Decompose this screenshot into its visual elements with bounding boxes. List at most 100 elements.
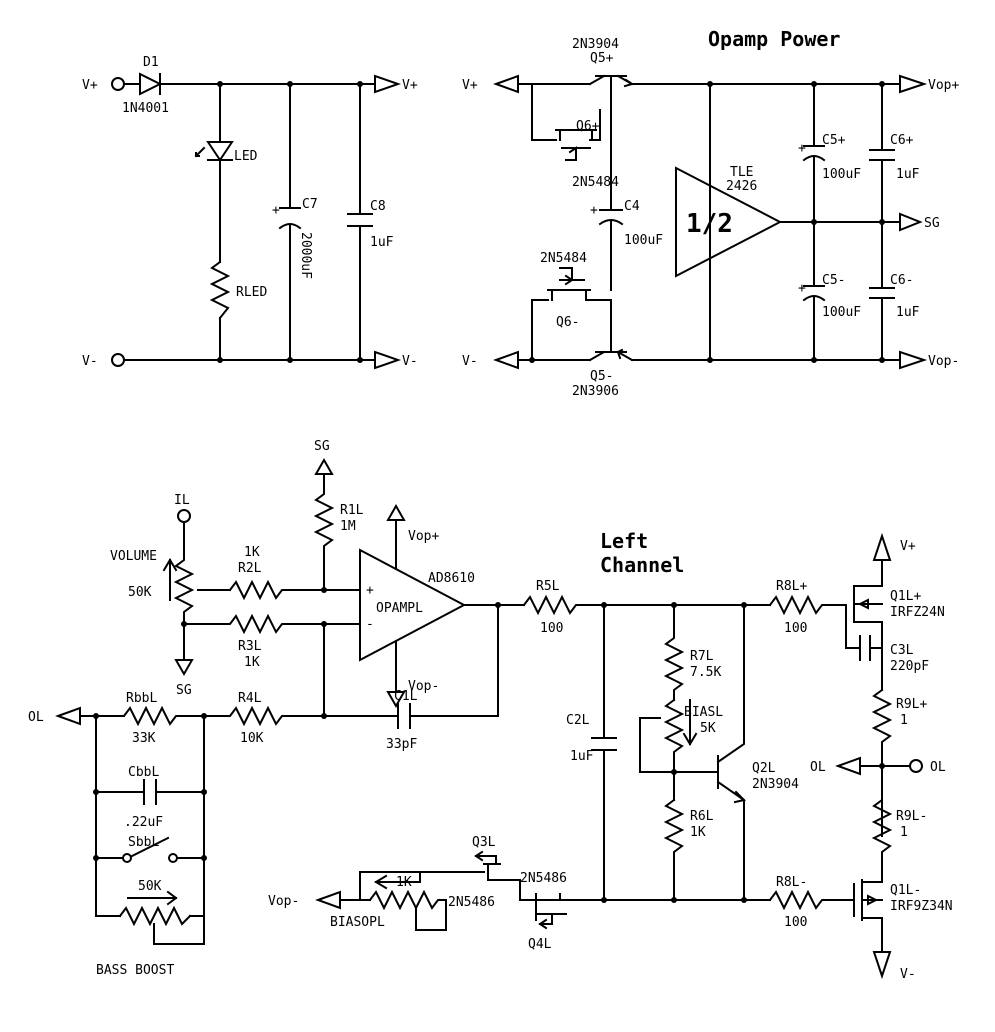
q1lm-part-label: IRF9Z34N: [890, 899, 953, 914]
out-neg-label: V-: [402, 354, 418, 369]
vminus-label: V-: [900, 967, 916, 982]
c3l-capacitor: [845, 635, 883, 661]
opamp-part-label: AD8610: [428, 571, 475, 586]
sg-label: SG: [924, 216, 940, 231]
r5l-resistor: [522, 594, 771, 616]
r2l-ref-label: R2L: [238, 561, 262, 576]
q3l-ref-label: Q3L: [472, 835, 496, 850]
volume-val-label: 50K: [128, 585, 152, 600]
biasopl-pot: [368, 871, 447, 931]
r6l-val-label: 1K: [690, 825, 706, 840]
left-channel-section: Left Channel IL VOLUME 50K SG 1K R2L R3L…: [28, 439, 953, 982]
vminus-sink-arrow: [872, 951, 892, 980]
r8lp-val-label: 100: [784, 621, 807, 636]
r4l-val-label: 10K: [240, 731, 264, 746]
biasl-val-label: 5K: [700, 721, 716, 736]
c3l-val-label: 220pF: [890, 659, 929, 674]
q5m-part-label: 2N3906: [572, 384, 619, 399]
q4l-ref-label: Q4L: [528, 937, 552, 952]
q6m-gate-arrow: [564, 274, 574, 286]
biasl-label: BIASL: [684, 705, 723, 720]
volume-wiper-arrow: [162, 558, 178, 601]
rbbl-resistor: [122, 705, 205, 727]
c1l-capacitor: [397, 604, 499, 729]
ol-left-arrow: [55, 706, 81, 726]
sbbl-switch: [95, 836, 205, 859]
c5p-capacitor: [802, 83, 826, 223]
rbbl-ref-label: RbbL: [126, 691, 157, 706]
volume-pot: [173, 521, 231, 661]
c1l-val-label: 33pF: [386, 737, 417, 752]
biasopl-wire: [339, 871, 471, 901]
vminus-input-arrow: [493, 350, 519, 370]
led-label: LED: [234, 149, 258, 164]
r8lm-resistor: [768, 889, 855, 911]
vplus-label: V+: [900, 539, 916, 554]
r6l-ref-label: R6L: [690, 809, 714, 824]
sbbl-contact-a: [122, 853, 132, 863]
q3l-jfet: [469, 855, 521, 901]
vplus-input-arrow: [493, 74, 519, 94]
r8lm-val-label: 100: [784, 915, 807, 930]
q3l-gate-arrow: [474, 850, 484, 862]
c6p-ref-label: C6+: [890, 133, 914, 148]
q1lp-ref-label: Q1L+: [890, 589, 921, 604]
q3l-part-label: 2N5486: [448, 895, 495, 910]
q5p-transistor: [588, 74, 634, 111]
q4l-jfet: [519, 893, 567, 925]
c5m-plus: +: [798, 281, 806, 296]
r9lp-val-label: 1: [900, 713, 908, 728]
vminus-input-label: V-: [462, 354, 478, 369]
biasl-wiper-arrow: [682, 699, 698, 746]
ol-mid-label: OL: [810, 760, 826, 775]
opamp-power-section: Opamp Power V+ V- 2N3904 Q5+ Q6+ 2N5484 …: [462, 27, 959, 399]
q5p-part-label: 2N3904: [572, 37, 619, 52]
vop-neg-left-label: Vop-: [268, 894, 299, 909]
bb-pot-val-label: 50K: [138, 879, 162, 894]
r9lm-val-label: 1: [900, 825, 908, 840]
vop-pos-arrow: [899, 74, 928, 94]
q6p-part-label: 2N5484: [572, 175, 619, 190]
c2l-val-label: 1uF: [570, 749, 594, 764]
r9lm-resistor: [871, 789, 893, 883]
sg-bottom-label: SG: [176, 683, 192, 698]
q6m-ref-label: Q6-: [556, 315, 579, 330]
biasl-pot: [639, 698, 685, 801]
d1-part-label: 1N4001: [122, 101, 169, 116]
volume-label: VOLUME: [110, 549, 157, 564]
c3l-ref-label: C3L: [890, 643, 914, 658]
power-supply-section: V+ V- D1 1N4001 LED RLED + C7 2000uF C8 …: [82, 55, 418, 370]
vop-neg-label: Vop-: [928, 354, 959, 369]
opamp-vop-neg-wire: [386, 641, 406, 709]
vplus-wire: [517, 83, 591, 141]
opamp-minus: -: [366, 617, 374, 632]
r8lp-resistor: [768, 594, 847, 616]
rbbl-val-label: 33K: [132, 731, 156, 746]
q6m-jfet: [531, 267, 612, 361]
r5l-ref-label: R5L: [536, 579, 560, 594]
c4-capacitor: [598, 209, 624, 226]
led-symbol: [206, 141, 234, 162]
tle-label-line1: TLE: [730, 165, 753, 180]
c8-val-label: 1uF: [370, 235, 394, 250]
opamp-plus: +: [366, 583, 374, 598]
d1-ref-label: D1: [143, 55, 159, 70]
vplus-source-arrow: [872, 532, 892, 561]
q4l-gate-arrow: [538, 918, 548, 930]
r2l-resistor: [228, 579, 325, 601]
tle2426-buffer: [675, 166, 783, 278]
q1lm-body-arrow: [867, 894, 879, 906]
c2l-capacitor: [591, 604, 617, 901]
opamp-vop-pos-label: Vop+: [408, 529, 439, 544]
opamp-power-title: Opamp Power: [708, 27, 840, 51]
r4l-resistor: [203, 705, 399, 727]
vop-pos-label: Vop+: [928, 78, 959, 93]
sbbl-ref-label: SbbL: [128, 835, 159, 850]
c5m-val-label: 100uF: [822, 305, 861, 320]
sbbl-contact-b: [168, 853, 178, 863]
out-pos-label: V+: [402, 78, 418, 93]
r7l-val-label: 7.5K: [690, 665, 721, 680]
r1l-resistor: [313, 473, 361, 591]
sg-arrow: [899, 212, 923, 232]
q1lp-part-label: IRFZ24N: [890, 605, 945, 620]
